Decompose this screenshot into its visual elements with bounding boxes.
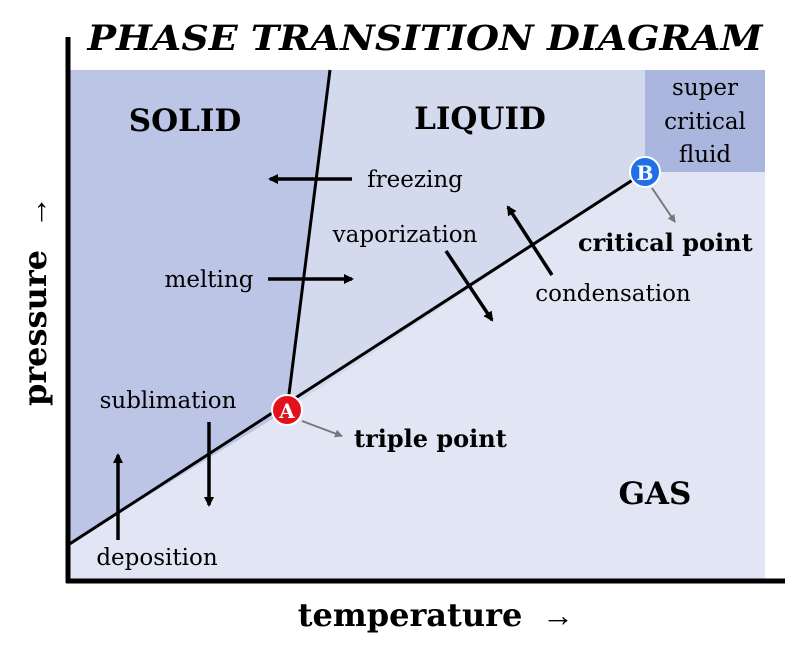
gas-label: GAS [619, 476, 692, 512]
critical-point-marker-letter: B [637, 161, 654, 185]
critical-point-label: critical point [578, 228, 753, 257]
y-axis-label: pressure [16, 250, 54, 406]
triple-point-marker-letter: A [278, 399, 295, 423]
condensation-label: condensation [535, 281, 691, 307]
sublimation-label: sublimation [100, 388, 237, 414]
supercritical-label-line-3: fluid [679, 142, 732, 168]
solid-region [68, 70, 330, 545]
condensation-arrow [506, 205, 554, 276]
triple-point-marker [271, 394, 303, 426]
triple-point-pointer [301, 420, 343, 438]
x-axis-arrow-icon: → [542, 597, 574, 633]
deposition-label: deposition [96, 545, 218, 571]
liquid-label: LIQUID [414, 101, 546, 137]
melting-curve [285, 69, 332, 411]
melting-label: melting [165, 267, 254, 293]
supercritical-label-line-2: critical [664, 109, 746, 135]
y-axis-label-group: pressure → [16, 196, 54, 406]
supercritical-label-line-1: super [672, 75, 738, 101]
sublimation-vaporization-curve [67, 170, 646, 547]
critical-point-marker [629, 156, 661, 188]
triple-point-label: triple point [354, 424, 507, 453]
critical-point-pointer [651, 187, 676, 223]
supercritical-region [645, 70, 765, 172]
solid-label: SOLID [129, 103, 242, 139]
y-axis-arrow-icon: → [18, 196, 54, 228]
vaporization-arrow [444, 250, 494, 322]
freezing-label: freezing [367, 167, 463, 193]
vaporization-label: vaporization [332, 222, 478, 248]
diagram-title: PHASE TRANSITION DIAGRAM [86, 18, 763, 59]
x-axis-label: temperature [298, 596, 523, 634]
